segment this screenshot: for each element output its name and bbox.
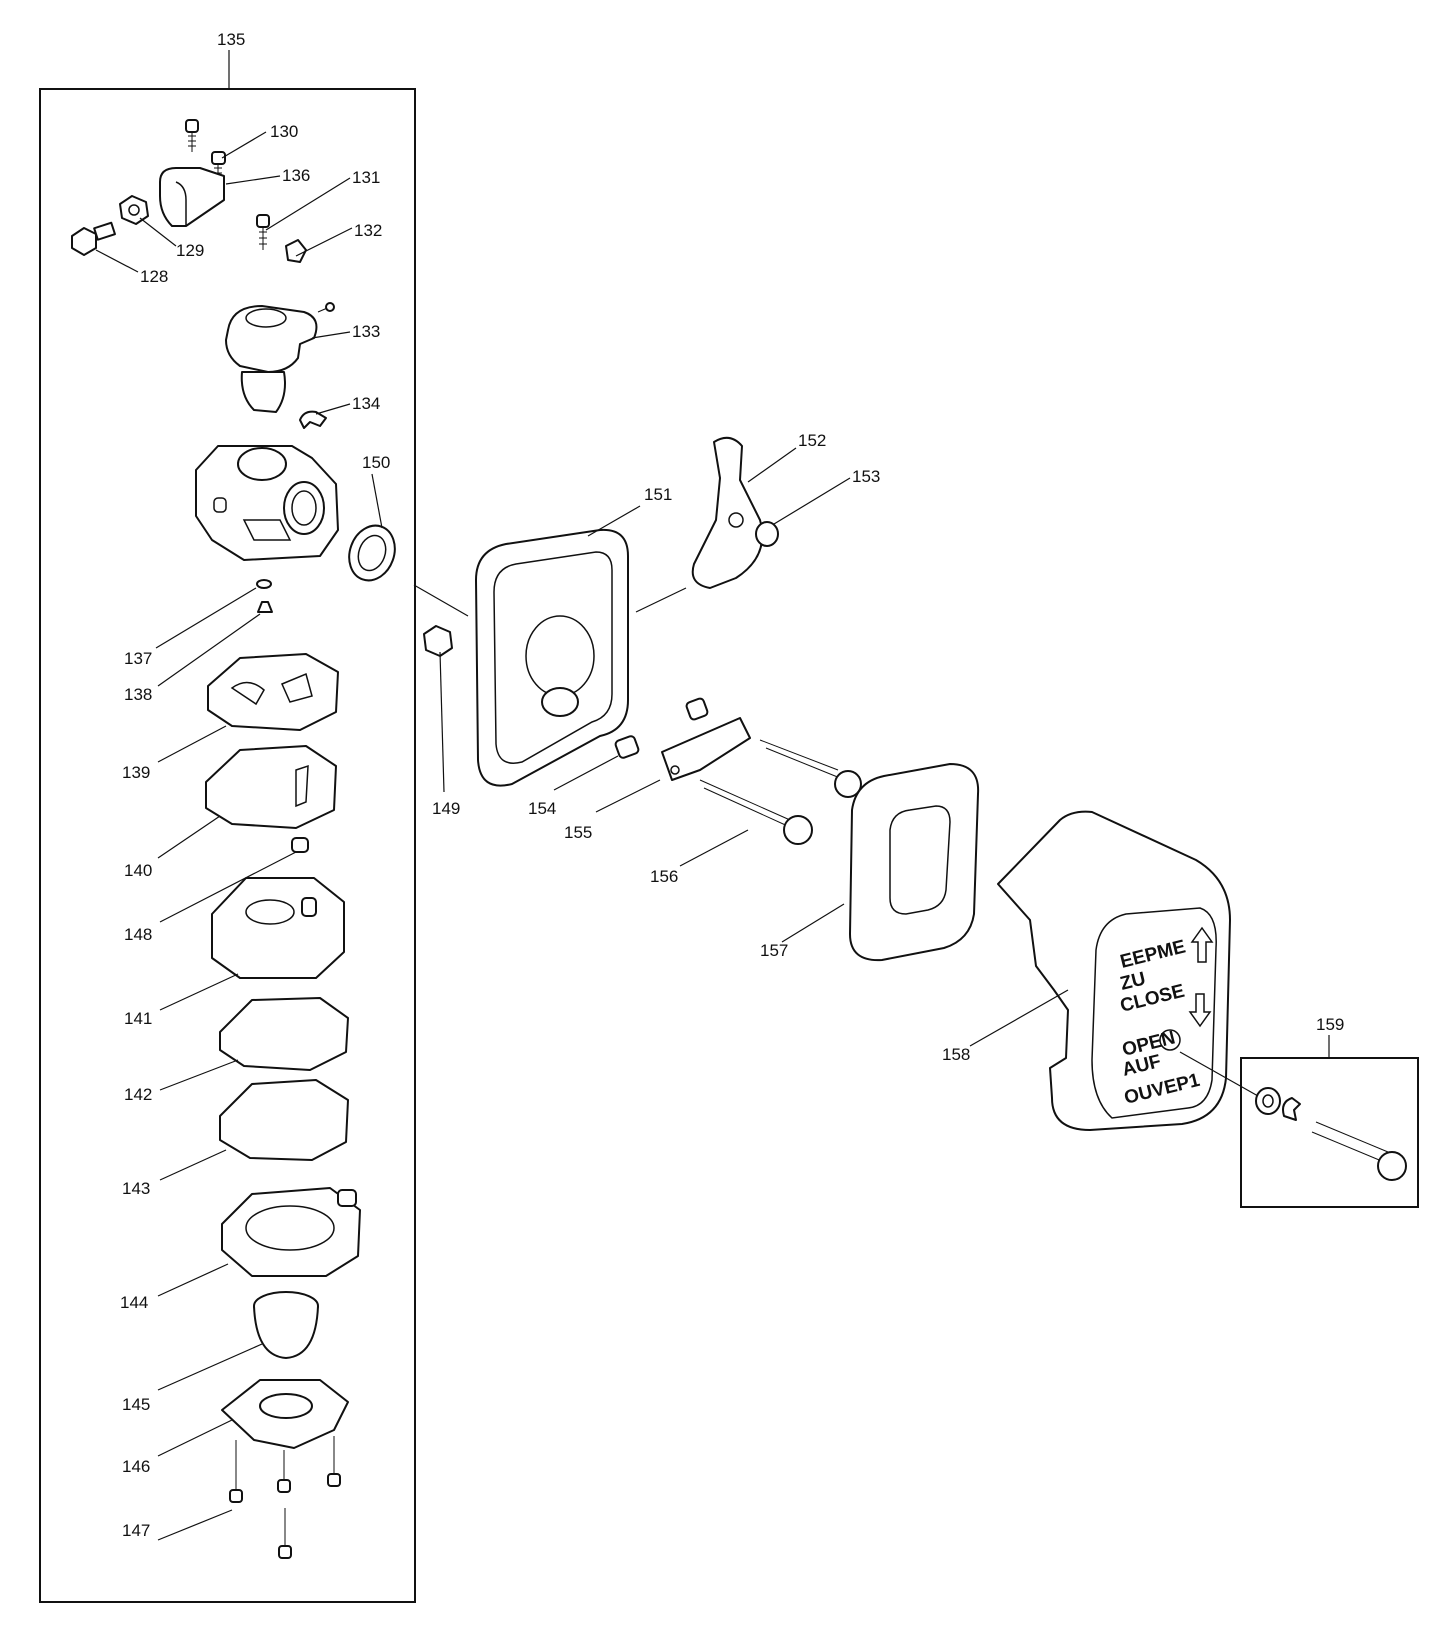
callout-153: 153: [852, 467, 880, 486]
e-clip-134: [299, 410, 327, 429]
callout-147: 147: [122, 1521, 150, 1540]
cap-148: [291, 837, 309, 853]
hex-bolt-128: [71, 221, 116, 256]
carburetor-group-frame: [39, 88, 416, 1603]
callout-130: 130: [270, 122, 298, 141]
diaphragm-143: [219, 1079, 349, 1161]
screws-147: [229, 1436, 341, 1559]
callout-136: 136: [282, 166, 310, 185]
carburetor-body: [195, 445, 339, 561]
gasket-142: [219, 997, 349, 1071]
air-cleaner-cover-158: EEPME ZU CLOSE OPEN AUF OUVEP1: [997, 810, 1231, 1131]
throttle-housing-133: [225, 302, 335, 413]
callout-150: 150: [362, 453, 390, 472]
callout-157: 157: [760, 941, 788, 960]
flange-146: [221, 1379, 349, 1449]
callout-148: 148: [124, 925, 152, 944]
bracket-136: [159, 167, 225, 227]
filter-element-157: [849, 763, 980, 962]
hex-nut-149: [423, 625, 453, 657]
open-arrow-icon: [1188, 993, 1212, 1028]
washer-153: [755, 521, 779, 547]
callout-135: 135: [217, 30, 245, 49]
callout-144: 144: [120, 1293, 148, 1312]
pump-body-141: [211, 877, 345, 979]
metering-cover-144: [221, 1187, 361, 1277]
o-ring-137: [256, 579, 272, 589]
callout-143: 143: [122, 1179, 150, 1198]
intake-ring-150: [348, 524, 396, 582]
callout-146: 146: [122, 1457, 150, 1476]
primer-bulb-145: [253, 1291, 319, 1359]
callout-149: 149: [432, 799, 460, 818]
callout-134: 134: [352, 394, 380, 413]
callout-158: 158: [942, 1045, 970, 1064]
callout-154: 154: [528, 799, 556, 818]
callout-142: 142: [124, 1085, 152, 1104]
callout-129: 129: [176, 241, 204, 260]
bracket-plate-155: [661, 697, 751, 781]
leader-lines: [95, 131, 1259, 1541]
choke-lever-152: [691, 436, 764, 589]
gasket-139: [207, 653, 339, 731]
callout-140: 140: [124, 861, 152, 880]
callout-128: 128: [140, 267, 168, 286]
callout-152: 152: [798, 431, 826, 450]
needle-138: [257, 601, 273, 613]
callout-159: 159: [1316, 1015, 1344, 1034]
callout-131: 131: [352, 168, 380, 187]
bolt-set-group-frame: [1240, 1057, 1419, 1208]
callout-155: 155: [564, 823, 592, 842]
diaphragm-140: [205, 745, 337, 829]
callout-156: 156: [650, 867, 678, 886]
air-filter-base-151: [475, 528, 629, 787]
callout-141: 141: [124, 1009, 152, 1028]
callout-145: 145: [122, 1395, 150, 1414]
knob-132: [285, 239, 307, 263]
callout-151: 151: [644, 485, 672, 504]
close-arrow-icon: [1190, 926, 1214, 963]
bolt-156: [699, 739, 862, 845]
bolt-set-159: [1255, 1087, 1407, 1181]
screw-131: [256, 214, 270, 250]
callout-132: 132: [354, 221, 382, 240]
callout-138: 138: [124, 685, 152, 704]
callout-139: 139: [122, 763, 150, 782]
spacer-154: [614, 735, 640, 759]
callout-133: 133: [352, 322, 380, 341]
hex-nut-129: [119, 195, 149, 225]
callout-137: 137: [124, 649, 152, 668]
